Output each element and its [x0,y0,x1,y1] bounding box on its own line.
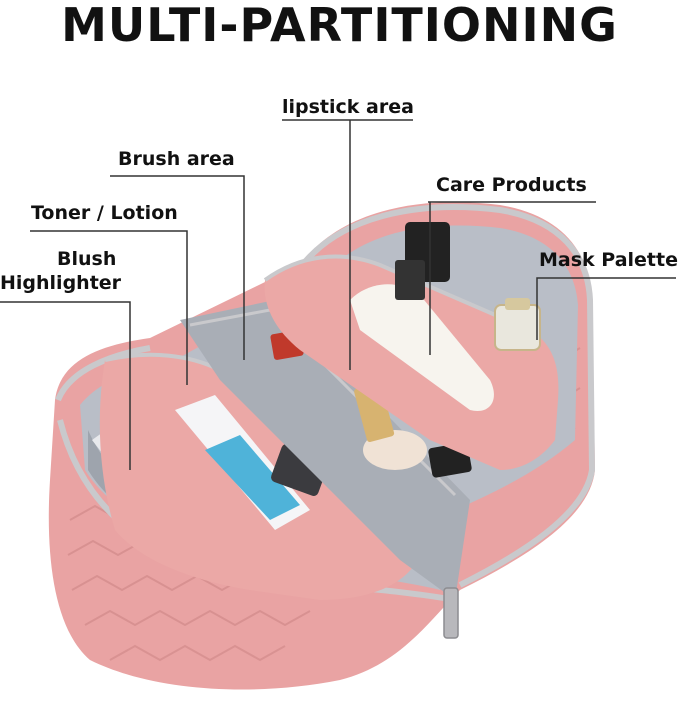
callout-toner-lotion: Toner / Lotion [31,202,178,224]
callout-line-mask [536,277,676,340]
callout-line-toner [30,230,188,385]
callout-mask-palette: Mask Palette [539,249,678,271]
mask-palette-jar [494,298,541,351]
callout-blush: Blush [57,248,117,270]
toner-pouch [99,352,420,600]
callout-lines [0,119,676,470]
zipper-pull [443,587,459,639]
callout-lipstick: lipstick area [282,96,414,118]
callout-line-care [428,201,596,355]
callout-line-lipstick [282,119,413,370]
callout-line-brush [110,175,245,360]
callout-brush: Brush area [118,148,235,170]
headline: MULTI-PARTITIONING [61,0,618,52]
callout-line-blush [0,301,131,470]
callout-care-products: Care Products [436,174,587,196]
callout-highlighter: Highlighter [0,272,122,294]
care-products-pouch [263,222,559,470]
